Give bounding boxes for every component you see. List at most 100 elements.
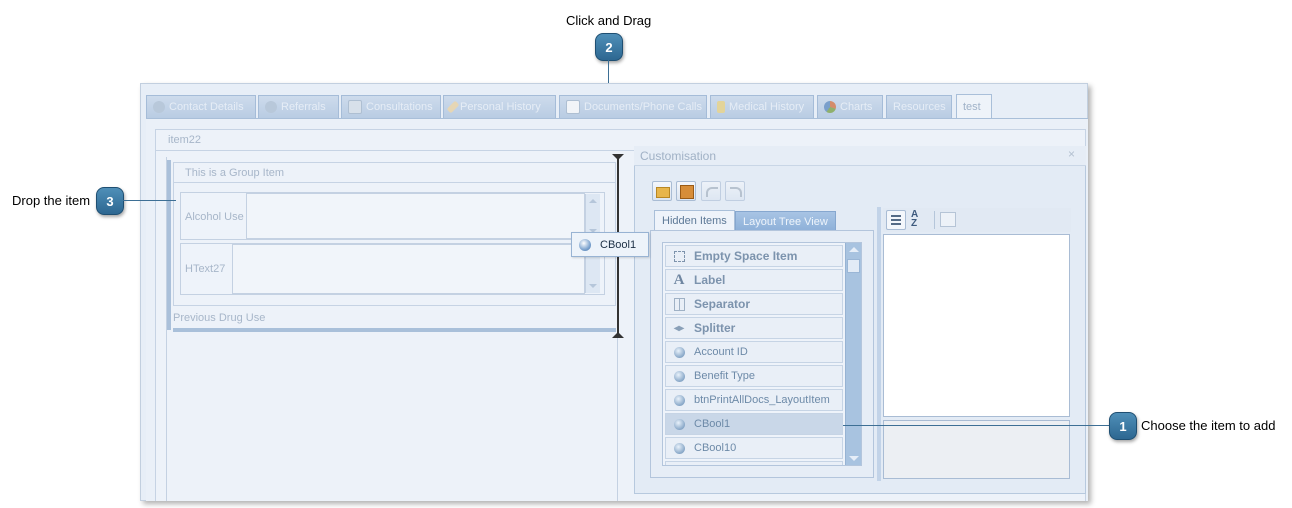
callout-line-3 [123,200,176,201]
customisation-title: Customisation [634,146,1086,166]
callout-text-drop: Drop the item [12,193,91,208]
scroll-up-icon [589,199,597,203]
list-item-account-id[interactable]: Account ID [665,341,843,363]
list-item-empty-space-item[interactable]: Empty Space Item [665,245,843,267]
scroll-down-icon [849,456,859,461]
tab-referrals[interactable]: Referrals [258,95,339,118]
property-grid[interactable] [883,234,1070,417]
list-item-label: CBool1 [694,418,731,430]
contact-icon [153,101,165,113]
callout-badge-3: 3 [96,187,124,215]
property-pages-icon[interactable] [940,212,956,227]
ball-icon [672,441,686,455]
list-item-separator[interactable]: Separator [665,293,843,315]
group-title: This is a Group Item [185,167,285,179]
bandage-icon [446,100,460,114]
document-icon [566,100,580,114]
tab-test[interactable]: test [956,94,992,119]
htext27-memo[interactable] [232,244,585,294]
save-icon[interactable] [676,181,696,201]
dragged-item-cbool1[interactable]: CBool1 [571,232,649,257]
callout-text-click-drag: Click and Drag [566,13,652,28]
tab-resources[interactable]: Resources [886,95,952,118]
label-icon: A [673,271,685,288]
drop-arrow-top-icon [612,154,624,160]
categorized-icon[interactable] [886,210,906,230]
tab-charts[interactable]: Charts [817,95,883,118]
undo-icon[interactable] [701,181,721,201]
group-title: item22 [168,134,202,146]
list-item-splitter[interactable]: ◂▸ Splitter [665,317,843,339]
toolbar-divider [934,211,935,229]
tab-consultations[interactable]: Consultations [341,95,441,118]
ball-icon [578,238,592,252]
group-divider [155,150,1086,151]
tab-label: Contact Details [169,101,244,113]
list-item-cbool1[interactable]: CBool1 [665,413,843,435]
ball-icon [672,345,686,359]
list-item-label: Separator [694,297,751,311]
tab-layout-tree-view[interactable]: Layout Tree View [735,211,836,231]
list-item-label: Splitter [694,321,736,335]
scroll-thumb[interactable] [847,259,860,273]
tab-label: Resources [893,101,946,113]
hidden-items-scrollbar[interactable] [845,243,861,465]
pane-splitter[interactable] [877,207,881,481]
left-splitter-handle[interactable] [167,160,171,330]
tab-label: Referrals [281,101,326,113]
scroll-up-icon [849,247,859,252]
tab-label: Documents/Phone Calls [584,101,703,113]
bottom-splitter-handle[interactable] [173,328,616,332]
ball-icon [672,417,686,431]
tab-label: test [963,101,981,113]
tab-label: Personal History [460,101,541,113]
alcohol-use-memo[interactable] [246,193,585,239]
list-item-label: Account ID [694,346,748,358]
list-item-label: Empty Space Item [694,249,798,263]
tab-personal-history[interactable]: Personal History [443,95,556,118]
tab-strip: Contact Details Referrals Consultations … [146,94,1086,119]
scroll-down-icon [589,229,597,233]
tab-label: Consultations [366,101,433,113]
hidden-items-list: Empty Space Item A Label Separator ◂▸ Sp… [662,242,862,466]
empty-space-icon [672,249,686,263]
scroll-down-icon [589,284,597,288]
list-item-label: btnPrintAllDocs_LayoutItem [694,394,830,406]
field-label: Alcohol Use [185,211,244,223]
redo-icon[interactable] [725,181,745,201]
group-divider [173,182,616,183]
list-item-label[interactable]: A Label [665,269,843,291]
list-item-label: CBool10 [694,442,737,454]
callout-line-1 [843,425,1109,426]
callout-badge-1: 1 [1109,412,1137,440]
caduceus-icon [717,101,725,113]
ball-icon [672,369,686,383]
open-folder-icon[interactable] [652,181,672,201]
referral-icon [265,101,277,113]
list-item-partial[interactable] [665,461,843,465]
tab-contact-details[interactable]: Contact Details [146,95,256,118]
tab-hidden-items[interactable]: Hidden Items [654,210,735,231]
callout-text-choose-item: Choose the item to add [1141,418,1276,433]
list-item-cbool10[interactable]: CBool10 [665,437,843,459]
callout-badge-2: 2 [595,33,623,61]
drop-arrow-bottom-icon [612,332,624,338]
list-item-btnprintalldocs[interactable]: btnPrintAllDocs_LayoutItem [665,389,843,411]
list-item-benefit-type[interactable]: Benefit Type [665,365,843,387]
property-description [883,420,1070,479]
tab-label: Medical History [729,101,805,113]
close-icon[interactable]: × [1068,147,1076,161]
separator-icon [672,297,686,311]
field-label: HText27 [185,263,226,275]
dragged-item-label: CBool1 [600,238,637,251]
property-toolbar [883,208,1071,232]
tab-medical-history[interactable]: Medical History [710,95,814,118]
tab-documents-phone-calls[interactable]: Documents/Phone Calls [559,95,707,118]
alcohol-use-scrollbar[interactable] [585,194,600,238]
splitter-icon: ◂▸ [673,322,685,334]
calendar-icon [348,100,362,114]
pie-chart-icon [824,101,836,113]
list-item-label: Benefit Type [694,370,755,382]
list-item-label: Label [694,273,726,287]
